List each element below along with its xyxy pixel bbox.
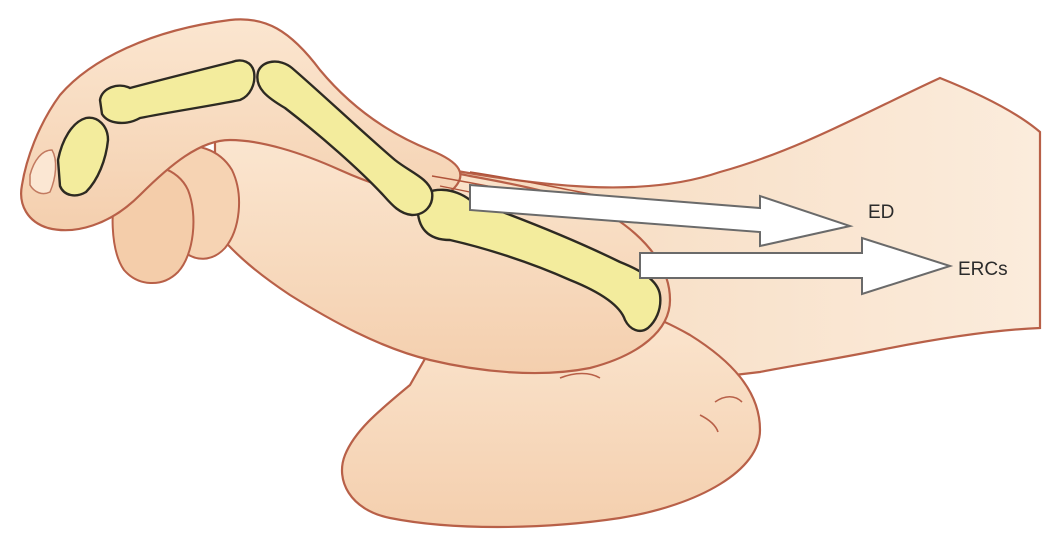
ercs-label: ERCs [958, 259, 1008, 280]
ed-label: ED [868, 202, 894, 223]
